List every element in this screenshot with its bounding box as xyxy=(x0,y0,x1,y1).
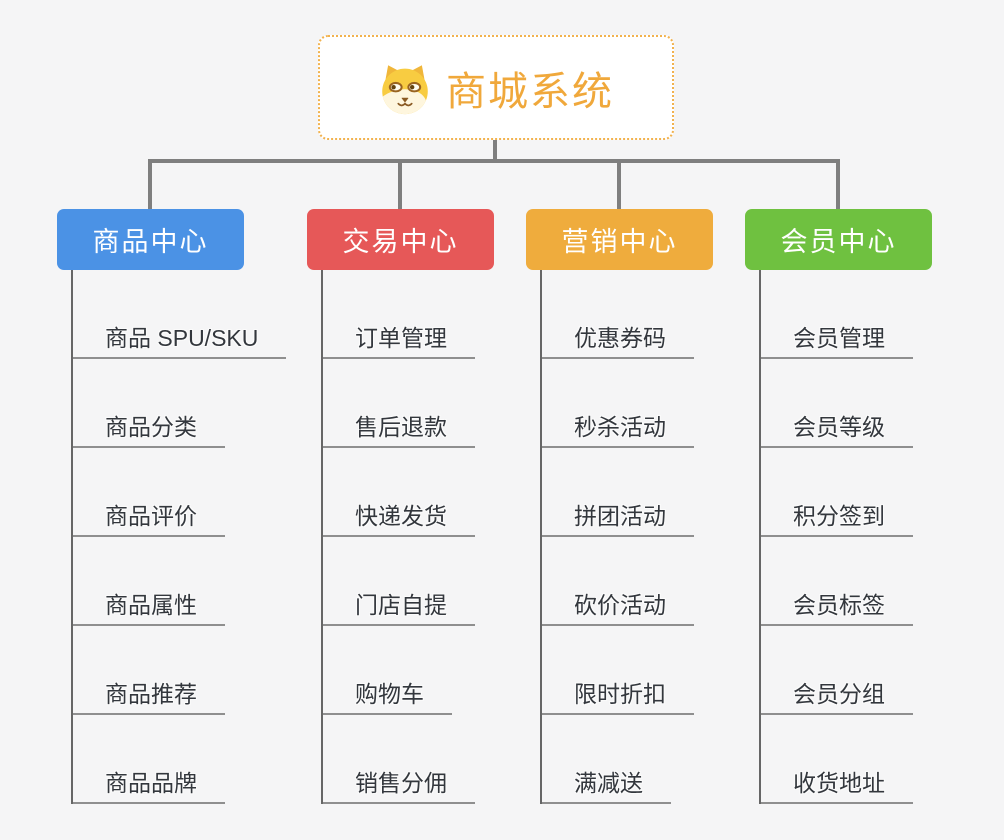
leaf-node[interactable]: 销售分佣 xyxy=(321,764,475,804)
leaf-node[interactable]: 拼团活动 xyxy=(540,497,694,537)
leaf-node[interactable]: 门店自提 xyxy=(321,586,475,626)
branch-trunk-line xyxy=(321,270,323,804)
branch-trunk-line xyxy=(540,270,542,804)
leaf-node[interactable]: 会员标签 xyxy=(759,586,913,626)
leaf-node[interactable]: 秒杀活动 xyxy=(540,408,694,448)
leaf-node[interactable]: 限时折扣 xyxy=(540,675,694,715)
leaf-node[interactable]: 会员管理 xyxy=(759,319,913,359)
leaf-node[interactable]: 商品属性 xyxy=(71,586,225,626)
connector-drop-marketing-center xyxy=(617,161,621,211)
root-node-label: 商城系统 xyxy=(446,69,614,114)
branch-node-member-center[interactable]: 会员中心 xyxy=(745,209,932,270)
leaf-node[interactable]: 商品评价 xyxy=(71,497,225,537)
branch-column-product-center: 商品中心 商品 SPU/SKU 商品分类 商品评价 商品属性 商品推荐 商品品牌 xyxy=(57,209,307,804)
connector-drop-member-center xyxy=(836,161,840,211)
leaf-node[interactable]: 售后退款 xyxy=(321,408,475,448)
leaf-node[interactable]: 商品 SPU/SKU xyxy=(71,319,287,359)
branch-trunk-line xyxy=(759,270,761,804)
leaf-node[interactable]: 收货地址 xyxy=(759,764,913,804)
leaf-node[interactable]: 满减送 xyxy=(540,764,671,804)
leaf-node[interactable]: 商品品牌 xyxy=(71,764,225,804)
branch-label: 会员中心 xyxy=(780,227,897,257)
leaf-node[interactable]: 商品分类 xyxy=(71,408,225,448)
branch-node-marketing-center[interactable]: 营销中心 xyxy=(526,209,713,270)
branch-label: 营销中心 xyxy=(561,227,678,257)
connector-drop-trade-center xyxy=(398,161,402,211)
leaf-node[interactable]: 积分签到 xyxy=(759,497,913,537)
leaf-node[interactable]: 会员等级 xyxy=(759,408,913,448)
connector-drop-product-center xyxy=(148,161,152,211)
connector-root-stub xyxy=(493,139,497,163)
branch-column-trade-center: 交易中心 订单管理 售后退款 快递发货 门店自提 购物车 销售分佣 xyxy=(307,209,557,804)
connector-horizontal-bar xyxy=(148,159,840,163)
branch-column-member-center: 会员中心 会员管理 会员等级 积分签到 会员标签 会员分组 收货地址 xyxy=(745,209,995,804)
leaf-node[interactable]: 砍价活动 xyxy=(540,586,694,626)
leaf-node[interactable]: 订单管理 xyxy=(321,319,475,359)
leaf-node[interactable]: 商品推荐 xyxy=(71,675,225,715)
root-node-mall-system[interactable]: 商城系统 xyxy=(318,35,674,140)
leaf-node[interactable]: 优惠券码 xyxy=(540,319,694,359)
branch-node-trade-center[interactable]: 交易中心 xyxy=(307,209,494,270)
branch-node-product-center[interactable]: 商品中心 xyxy=(57,209,244,270)
leaf-node[interactable]: 购物车 xyxy=(321,675,452,715)
branch-trunk-line xyxy=(71,270,73,804)
branch-label: 商品中心 xyxy=(92,227,209,257)
branch-label: 交易中心 xyxy=(342,227,459,257)
shiba-dog-icon xyxy=(378,61,432,115)
leaf-node[interactable]: 快递发货 xyxy=(321,497,475,537)
leaf-node[interactable]: 会员分组 xyxy=(759,675,913,715)
branch-column-marketing-center: 营销中心 优惠券码 秒杀活动 拼团活动 砍价活动 限时折扣 满减送 xyxy=(526,209,776,804)
